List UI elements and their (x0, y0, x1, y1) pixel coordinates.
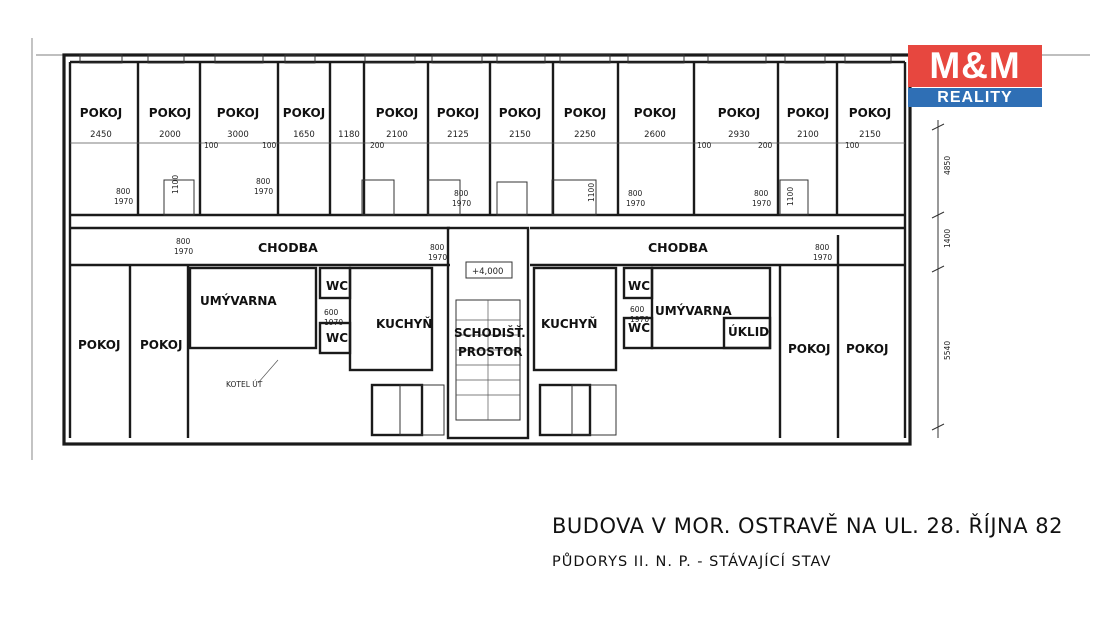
room-label-wc: WC (628, 321, 650, 335)
room-width-dimension: 2600 (644, 130, 666, 140)
drawing-title: BUDOVA V MOR. OSTRAVĚ NA UL. 28. ŘÍJNA 8… (552, 514, 1064, 538)
room-label-pokoj: POKOJ (564, 106, 606, 120)
kotel-pointer (257, 359, 279, 384)
room-label-pokoj: POKOJ (787, 106, 829, 120)
door-dim-height: 1970 (174, 247, 193, 256)
room-label-pokoj: POKOJ (788, 342, 830, 356)
brand-logo-sub: REALITY (908, 88, 1042, 107)
room-label-kotel: KOTEL ÚT (226, 380, 263, 389)
door-dim-height: 1970 (428, 253, 447, 262)
top-room-labels: POKOJ 2450 POKOJ 2000 POKOJ 3000 POKOJ 1650 1180… (80, 106, 891, 140)
door-dim-height: 1970 (114, 197, 133, 206)
corridor-label-left: CHODBA (258, 240, 318, 255)
room-label-pokoj: POKOJ (149, 106, 191, 120)
wall-dim: 100 (845, 141, 860, 150)
door-dim-height: 1970 (452, 199, 471, 208)
room-label-wc: WC (628, 279, 650, 293)
room-label-wc: WC (326, 331, 348, 345)
door-dim-height: 1970 (254, 187, 273, 196)
side-dim-2: 1400 (943, 229, 952, 248)
room-label-pokoj: POKOJ (80, 106, 122, 120)
door-dim-height: 1970 (752, 199, 771, 208)
door-dim-width: 800 (815, 243, 830, 252)
door-dim-width: 800 (116, 187, 131, 196)
room-label-stairs-1: SCHODIŠŤ. (454, 325, 526, 340)
door-dim-small: 600 (324, 308, 339, 317)
wall-dim: 100 (262, 141, 277, 150)
wall-dim: 100 (697, 141, 712, 150)
door-dim-width: 800 (628, 189, 643, 198)
room-width-dimension: 2125 (447, 130, 469, 140)
door-dim-height: 1970 (813, 253, 832, 262)
room-width-dimension: 3000 (227, 130, 249, 140)
room-label-uklid: ÚKLID (728, 324, 769, 339)
room-label-pokoj: POKOJ (217, 106, 259, 120)
top-room-partitions (70, 62, 905, 217)
room-label-pokoj: POKOJ (499, 106, 541, 120)
drawing-subtitle: PŮDORYS II. N. P. - STÁVAJÍCÍ STAV (552, 554, 832, 570)
door-dim-width: 800 (430, 243, 445, 252)
brand-logo: M&M REALITY (908, 45, 1042, 107)
brand-logo-mark: M&M (908, 45, 1042, 87)
wall-dim: 200 (758, 141, 773, 150)
room-label-kuchyn: KUCHYŇ (376, 316, 432, 331)
room-label-pokoj: POKOJ (140, 338, 182, 352)
room-width-dimension: 1180 (338, 130, 360, 140)
door-dim-height: 1970 (630, 315, 649, 324)
door-dim-height: 1970 (626, 199, 645, 208)
room-label-pokoj: POKOJ (376, 106, 418, 120)
door-dim-b: 1100 (786, 187, 795, 206)
door-dim-height: 1970 (324, 318, 343, 327)
door-dim-width: 800 (754, 189, 769, 198)
room-width-dimension: 2450 (90, 130, 112, 140)
door-dim-width: 800 (256, 177, 271, 186)
room-label-pokoj: POKOJ (78, 338, 120, 352)
room-label-pokoj: POKOJ (634, 106, 676, 120)
room-label-umyvarna: UMÝVARNA (200, 293, 277, 308)
outer-walls (62, 53, 912, 446)
room-width-dimension: 2000 (159, 130, 181, 140)
side-dim-1: 4850 (943, 156, 952, 175)
side-dimension-chain: 4850 1400 5540 (931, 120, 952, 438)
corridor (70, 226, 905, 267)
room-label-pokoj: POKOJ (846, 342, 888, 356)
room-width-dimension: 1650 (293, 130, 315, 140)
room-label-pokoj: POKOJ (718, 106, 760, 120)
room-width-dimension: 2150 (509, 130, 531, 140)
room-label-pokoj: POKOJ (283, 106, 325, 120)
room-label-umyvarna: UMÝVARNA (655, 303, 732, 318)
room-width-dimension: 2150 (859, 130, 881, 140)
room-width-dimension: 2250 (574, 130, 596, 140)
level-marker: +4,000 (472, 267, 503, 277)
wall-dim: 100 (204, 141, 219, 150)
corridor-label-right: CHODBA (648, 240, 708, 255)
wall-dim: 200 (370, 141, 385, 150)
door-dim-width: 800 (176, 237, 191, 246)
door-dim-b: 1100 (587, 183, 596, 202)
side-dim-3: 5540 (943, 341, 952, 360)
room-width-dimension: 2100 (386, 130, 408, 140)
door-dimensions: 800 1970 800 1970 800 1970 800 1970 800 … (114, 141, 860, 327)
room-label-stairs-2: PROSTOR (458, 345, 523, 359)
door-dim-b: 1100 (171, 175, 180, 194)
door-dim-width: 800 (454, 189, 469, 198)
room-width-dimension: 2100 (797, 130, 819, 140)
room-width-dimension: 2930 (728, 130, 750, 140)
room-label-pokoj: POKOJ (849, 106, 891, 120)
bottom-room-partitions (128, 226, 840, 440)
room-label-wc: WC (326, 279, 348, 293)
room-label-kuchyn: KUCHYŇ (541, 316, 597, 331)
door-dim-small: 600 (630, 305, 645, 314)
room-label-pokoj: POKOJ (437, 106, 479, 120)
